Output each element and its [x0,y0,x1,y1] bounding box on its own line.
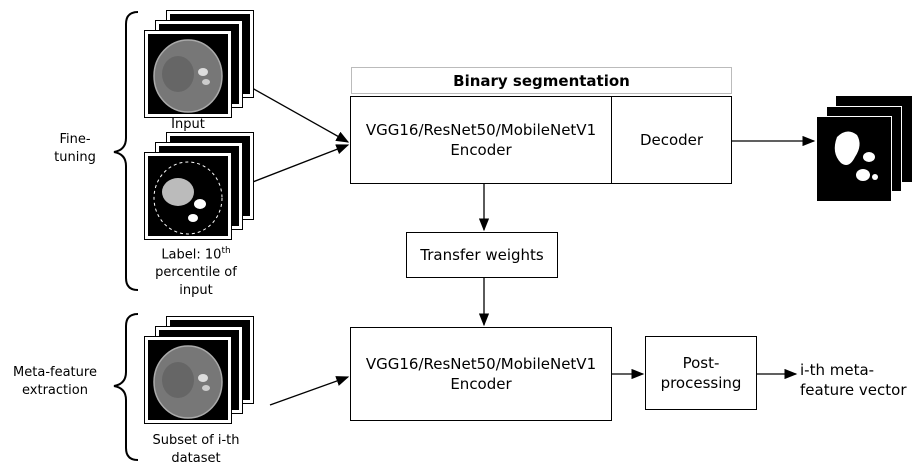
binary-segmentation-title: Binary segmentation [351,67,732,94]
ct-scan-image [144,30,232,118]
meta-brace [113,313,139,461]
arrow-subset-encoder [269,376,350,406]
post-processing-box: Post- processing [645,336,757,410]
arrow-label-encoder [244,144,350,186]
thresholded-scan-image [144,152,232,240]
subset-caption: Subset of i-th dataset [152,433,240,466]
label-caption-suffix: percentile of input [155,265,237,299]
input-label: Input [171,117,205,132]
decoder-box: Decoder [611,96,732,184]
meta-feature-vector-label: i-th meta- feature vector [800,361,907,399]
arrow-input-encoder [244,83,350,143]
meta-group-label: Meta-feature extraction [13,365,97,398]
label-caption-sup: th [221,246,231,256]
label-caption-prefix: Label: 10 [161,247,222,263]
finetune-brace [113,11,139,291]
segmentation-mask-image [816,116,892,202]
encoder-top-box: VGG16/ResNet50/MobileNetV1 Encoder [350,96,612,184]
subset-scan-image [144,336,232,424]
encoder-bottom-box: VGG16/ResNet50/MobileNetV1 Encoder [350,327,612,421]
label-caption: Label: 10th percentile of input [144,242,248,300]
transfer-weights-box: Transfer weights [406,232,558,278]
finetune-group-label: Fine- tuning [54,132,96,165]
